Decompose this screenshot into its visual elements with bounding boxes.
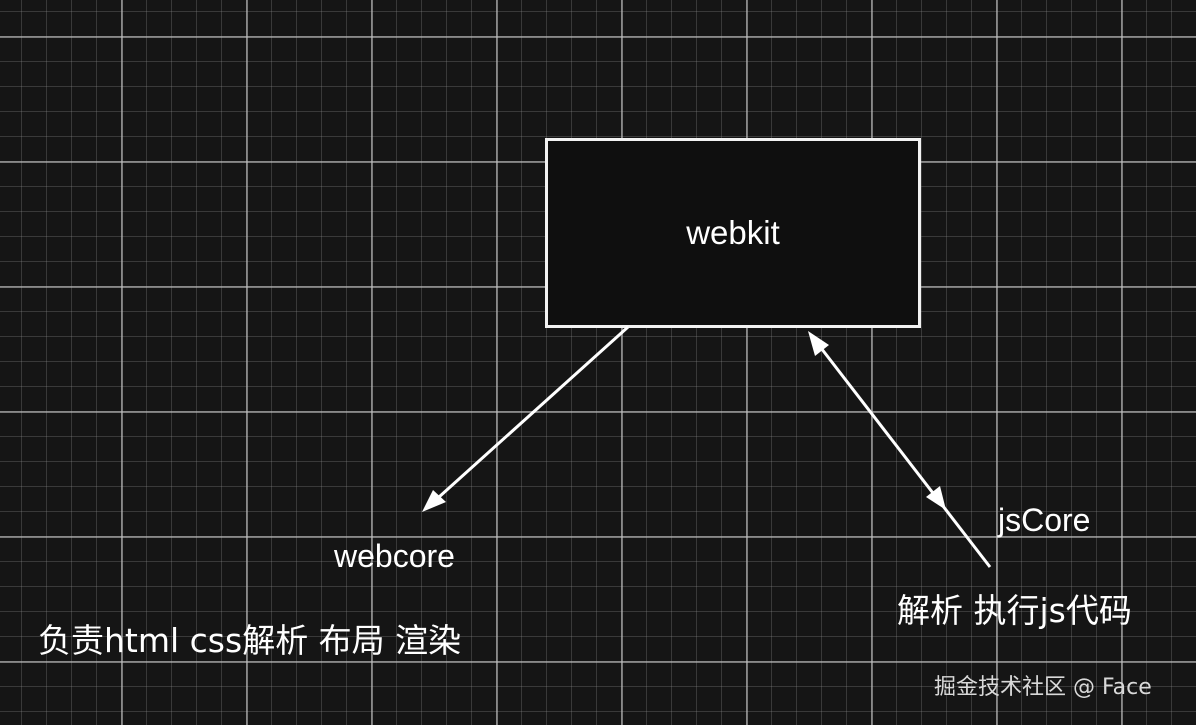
- edge-webkit-jscore-arrowhead-top: [808, 331, 829, 356]
- watermark: 掘金技术社区 @ Face: [934, 675, 1152, 700]
- edge-webkit-webcore-arrowhead: [422, 490, 446, 512]
- edge-webkit-jscore: [808, 331, 992, 568]
- webkit-node: webkit: [545, 138, 921, 328]
- edge-webkit-jscore-arrowhead-bottom: [926, 486, 946, 510]
- edge-webkit-jscore-line: [809, 334, 992, 568]
- jscore-description: 解析 执行js代码: [897, 591, 1132, 630]
- webcore-label: webcore: [334, 538, 455, 574]
- edge-webkit-webcore: [422, 325, 630, 512]
- edge-webkit-webcore-line: [427, 325, 630, 508]
- jscore-label: jsCore: [998, 502, 1091, 538]
- webkit-label: webkit: [686, 214, 780, 251]
- webcore-description: 负责html css解析 布局 渲染: [38, 621, 462, 660]
